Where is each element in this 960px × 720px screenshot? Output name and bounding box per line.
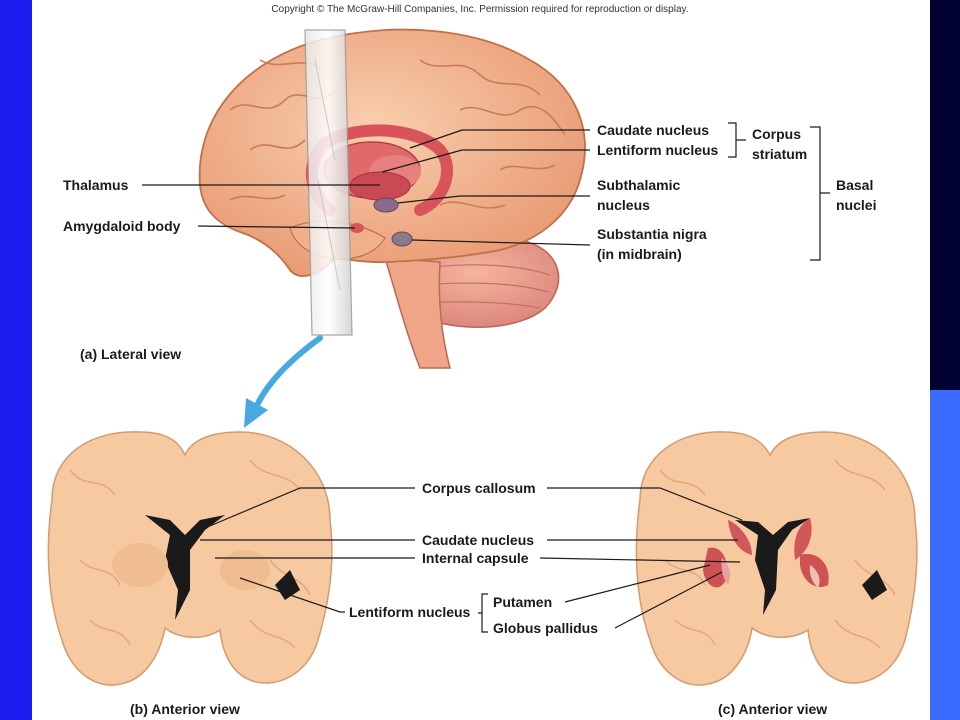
amygdaloid-body-shape [350, 223, 364, 233]
label-amygdaloid-body: Amygdaloid body [63, 218, 181, 234]
label-caudate-nucleus: Caudate nucleus [597, 122, 709, 138]
label-corpus-callosum: Corpus callosum [422, 480, 536, 496]
label-internal-capsule: Internal capsule [422, 550, 529, 566]
label-basal-nuclei-line2: nuclei [836, 197, 876, 213]
left-border-bar [0, 0, 32, 720]
coronal-section-b [47, 431, 333, 686]
diagram-slide: Copyright © The McGraw-Hill Companies, I… [32, 0, 930, 720]
label-lentiform-nucleus-anterior: Lentiform nucleus [349, 604, 471, 620]
substantia-nigra-shape [391, 231, 413, 247]
leader-globus-pallidus-c [614, 571, 723, 629]
brainstem [383, 257, 451, 369]
label-corpus-striatum-line1: Corpus [752, 126, 801, 142]
basal-nuclei-diagram: Copyright © The McGraw-Hill Companies, I… [47, 4, 918, 717]
lateral-brain-illustration [198, 28, 586, 369]
copyright-notice: Copyright © The McGraw-Hill Companies, I… [271, 4, 688, 15]
bracket-corpus-striatum [728, 122, 746, 158]
leader-amygdala [197, 225, 356, 229]
leader-putamen-c [564, 564, 711, 603]
leader-subthalamic [397, 195, 590, 204]
right-border-bar-bottom [930, 390, 960, 720]
label-corpus-striatum-line2: striatum [752, 146, 807, 162]
label-caudate-nucleus-anterior: Caudate nucleus [422, 532, 534, 548]
label-putamen: Putamen [493, 594, 552, 610]
caudate-highlight-c [728, 520, 752, 555]
label-globus-pallidus: Globus pallidus [493, 620, 598, 636]
label-basal-nuclei-line1: Basal [836, 177, 873, 193]
bracket-lentiform [478, 593, 488, 633]
putamen-highlight-c [703, 547, 728, 588]
label-substantia-nigra-line1: Substantia nigra [597, 226, 707, 242]
leader-corpus-callosum-c [547, 487, 743, 521]
caption-anterior-view-c: (c) Anterior view [718, 701, 827, 717]
leader-corpus-callosum-b [204, 487, 415, 529]
label-subthalamic-line2: nucleus [597, 197, 650, 213]
leader-lentiform [381, 149, 590, 173]
leader-lentiform-b [239, 577, 345, 613]
label-lentiform-nucleus: Lentiform nucleus [597, 142, 719, 158]
globus-pallidus-highlight-c [721, 558, 730, 585]
section-arrow [244, 335, 323, 428]
leader-internal-capsule-c [539, 557, 741, 563]
label-subthalamic-line1: Subthalamic [597, 177, 680, 193]
right-border-bar-top [930, 0, 960, 390]
label-thalamus: Thalamus [63, 177, 129, 193]
label-substantia-nigra-line2: (in midbrain) [597, 246, 682, 262]
caption-anterior-view-b: (b) Anterior view [130, 701, 240, 717]
thalamus-shape [349, 171, 411, 201]
coronal-section-c [635, 431, 918, 686]
caption-lateral-view: (a) Lateral view [80, 346, 181, 362]
leader-substantia-nigra [411, 239, 591, 246]
leader-caudate [409, 129, 590, 149]
subthalamic-nucleus-shape [373, 197, 399, 213]
bracket-basal-nuclei [810, 126, 830, 261]
coronal-section-plane [304, 29, 353, 336]
